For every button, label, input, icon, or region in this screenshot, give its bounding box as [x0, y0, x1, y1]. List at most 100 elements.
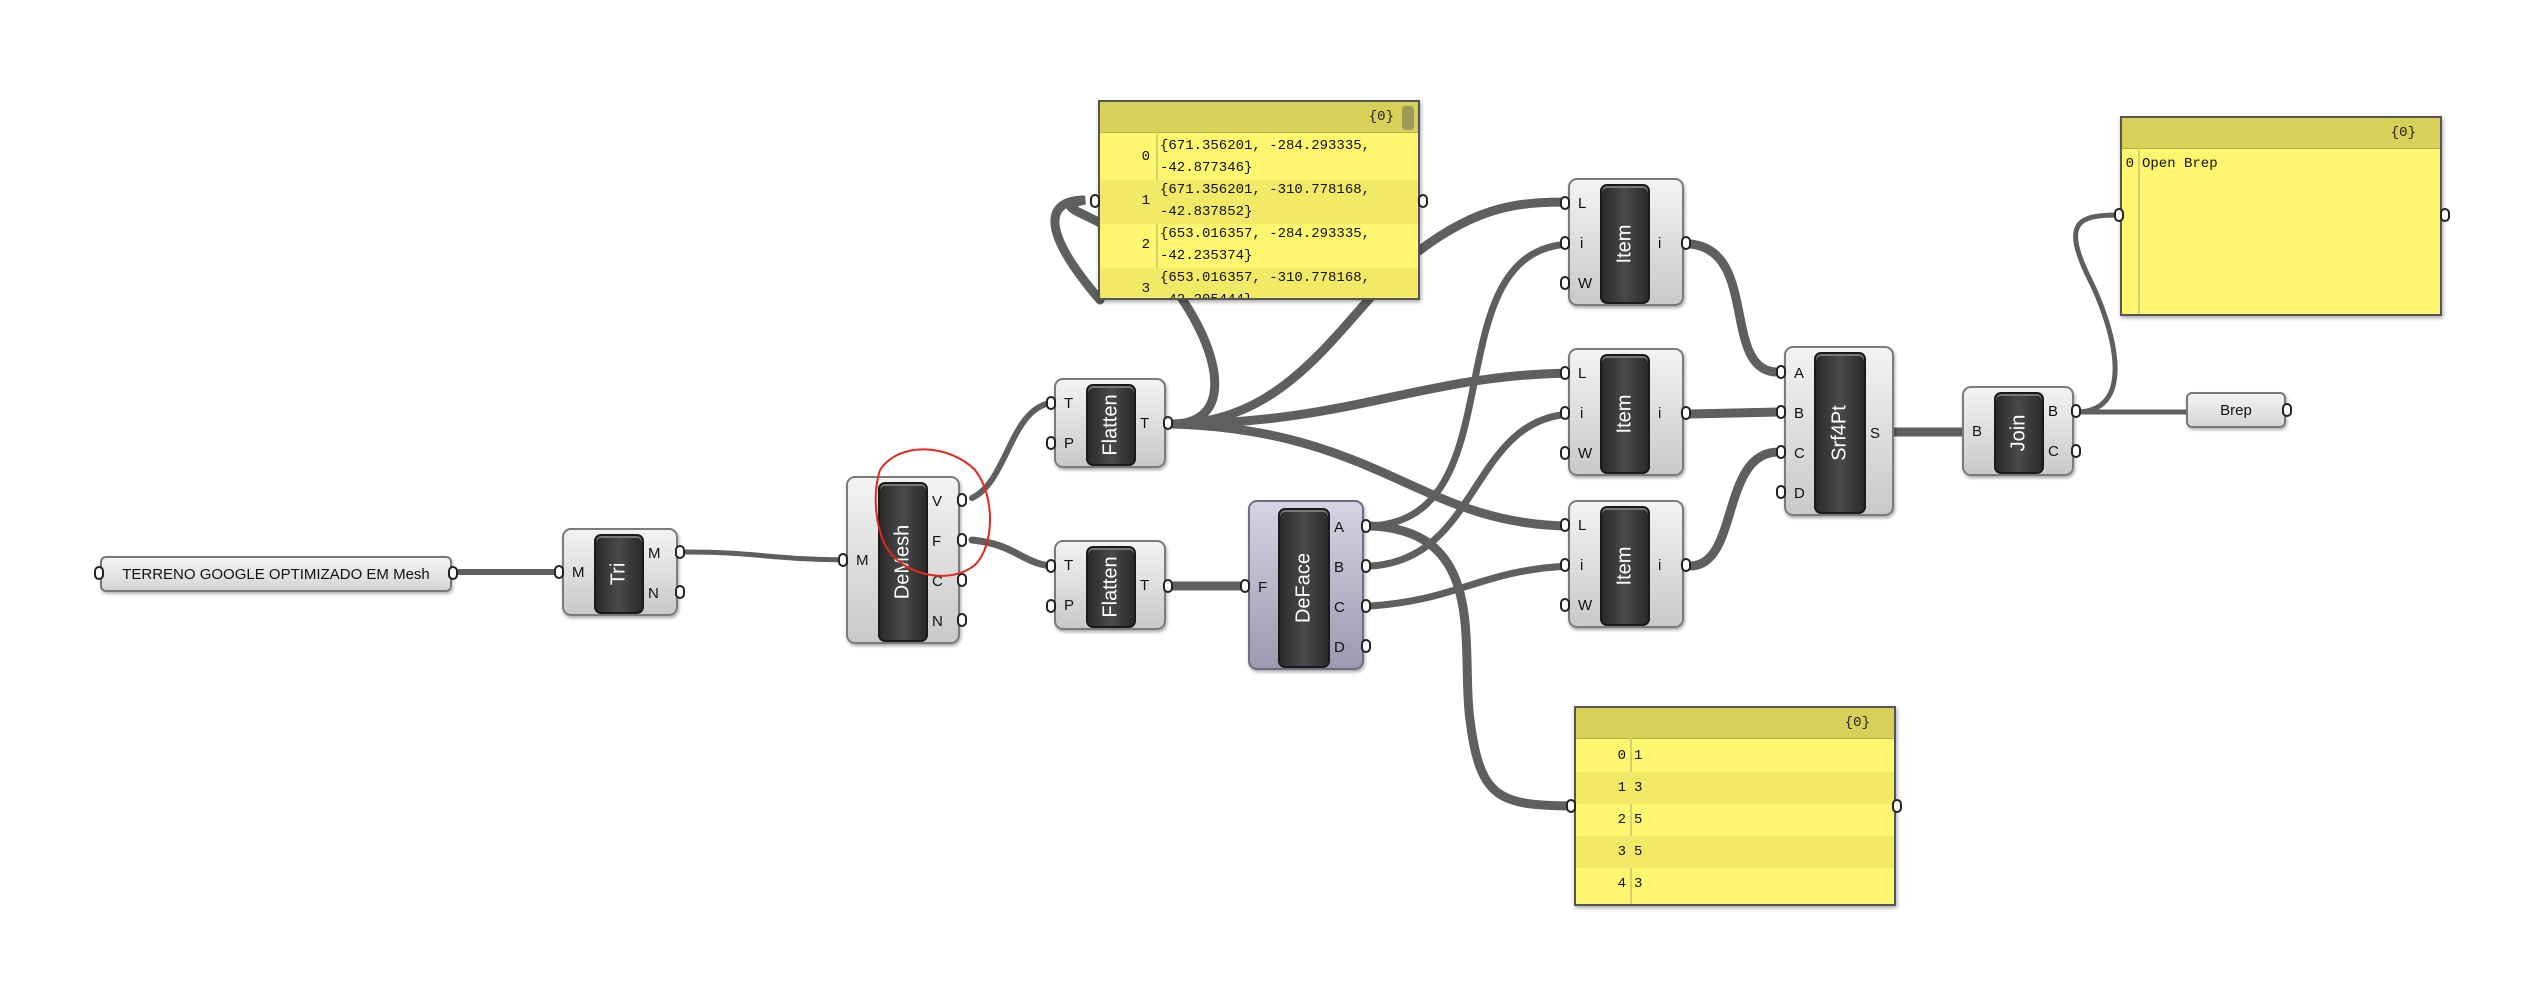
item1-input-l: L [1578, 195, 1587, 212]
item3-in-i-nub[interactable] [1560, 558, 1570, 572]
demesh-out-v-nub[interactable] [957, 493, 967, 507]
demesh-out-c-nub[interactable] [957, 573, 967, 587]
item2-output-i: i [1658, 405, 1662, 422]
tri-out-m-nub[interactable] [675, 545, 685, 559]
flatten-v-body: Flatten [1086, 384, 1136, 466]
srf4pt-in-b-nub[interactable] [1776, 405, 1786, 419]
indices-row-index: 2 [1617, 812, 1626, 828]
deface-out-c-nub[interactable] [1361, 599, 1371, 613]
brep-panel[interactable]: {0} 0 Open Brep [2120, 116, 2442, 316]
wire-flatten-to-item2 [1167, 368, 1575, 429]
item2-input-w: W [1578, 445, 1593, 462]
flatten-f-input-p: P [1064, 597, 1075, 614]
brep-param-out-nub[interactable] [2282, 403, 2292, 417]
demesh-output-c: C [932, 573, 943, 590]
deface-in-nub[interactable] [1240, 579, 1250, 593]
item2-in-l-nub[interactable] [1560, 366, 1570, 380]
indices-panel-out-nub[interactable] [1892, 799, 1902, 813]
tri-component[interactable]: M Tri M N [562, 528, 678, 616]
points-panel[interactable]: {0} 0 {671.356201, -284.293335, -42.8773… [1098, 100, 1420, 300]
srf4pt-component[interactable]: A B C D Srf4Pt S [1784, 346, 1894, 516]
indices-panel[interactable]: {0} 0 1 1 3 2 5 3 5 4 3 [1574, 706, 1896, 906]
flatten-f-input-t: T [1064, 557, 1074, 574]
points-row-line1: {671.356201, -284.293335, [1160, 138, 1371, 154]
points-panel-path: {0} [1368, 109, 1394, 125]
item3-in-w-nub[interactable] [1560, 598, 1570, 612]
flatten-v-in-p-nub[interactable] [1046, 436, 1056, 450]
item1-component[interactable]: L i W Item i [1568, 178, 1684, 306]
join-output-b: B [2048, 403, 2059, 420]
tri-out-n-nub[interactable] [675, 585, 685, 599]
points-panel-in-nub[interactable] [1090, 194, 1100, 208]
item2-in-i-nub[interactable] [1560, 406, 1570, 420]
wire-deface-c-to-item3 [1366, 562, 1574, 610]
deface-out-a-nub[interactable] [1361, 519, 1371, 533]
brep-panel-in-nub[interactable] [2114, 208, 2124, 222]
deface-output-b: B [1334, 559, 1345, 576]
demesh-out-n-nub[interactable] [957, 613, 967, 627]
flatten-v-out-nub[interactable] [1163, 416, 1173, 430]
srf4pt-in-a-nub[interactable] [1776, 365, 1786, 379]
item2-component[interactable]: L i W Item i [1568, 348, 1684, 476]
brep-panel-gutter [2138, 148, 2140, 314]
points-panel-scrollbar[interactable] [1402, 106, 1414, 130]
flatten-f-in-p-nub[interactable] [1046, 599, 1056, 613]
item1-input-i: i [1580, 235, 1584, 252]
demesh-out-f-nub[interactable] [957, 533, 967, 547]
srf4pt-output-s: S [1870, 425, 1881, 442]
flatten-v-input-p: P [1064, 435, 1075, 452]
item2-input-i: i [1580, 405, 1584, 422]
demesh-component[interactable]: M DeMesh V F C N [846, 476, 960, 644]
points-row: 2 {653.016357, -284.293335, -42.235374} [1100, 224, 1418, 268]
deface-component[interactable]: F DeFace A B C D [1248, 500, 1364, 670]
mesh-param-output-nub[interactable] [448, 566, 458, 580]
flatten-f-out-nub[interactable] [1163, 579, 1173, 593]
item3-body: Item [1600, 506, 1650, 626]
item1-in-l-nub[interactable] [1560, 196, 1570, 210]
demesh-in-nub[interactable] [838, 553, 848, 567]
srf4pt-input-b: B [1794, 405, 1805, 422]
wire-flatten-to-item3 [1167, 419, 1575, 531]
points-row-line1: {653.016357, -284.293335, [1160, 226, 1371, 242]
item3-in-l-nub[interactable] [1560, 518, 1570, 532]
mesh-param-input-nub[interactable] [94, 566, 104, 580]
flatten-f-in-t-nub[interactable] [1046, 559, 1056, 573]
brep-param[interactable]: Brep [2186, 392, 2286, 428]
deface-output-a: A [1334, 519, 1345, 536]
brep-row: 0 Open Brep [2122, 154, 2440, 176]
item2-in-w-nub[interactable] [1560, 446, 1570, 460]
item3-out-nub[interactable] [1681, 558, 1691, 572]
tri-input-m: M [572, 564, 585, 581]
brep-row-index: 0 [2125, 156, 2134, 172]
points-panel-out-nub[interactable] [1418, 194, 1428, 208]
flatten-v-in-t-nub[interactable] [1046, 396, 1056, 410]
flatten-v-input-t: T [1064, 395, 1074, 412]
item1-input-w: W [1578, 275, 1593, 292]
srf4pt-body: Srf4Pt [1814, 352, 1866, 514]
indices-row-index: 1 [1617, 780, 1626, 796]
demesh-output-f: F [932, 533, 942, 550]
points-row-index: 0 [1141, 149, 1150, 165]
item1-in-i-nub[interactable] [1560, 236, 1570, 250]
join-out-c-nub[interactable] [2071, 444, 2081, 458]
mesh-param[interactable]: TERRENO GOOGLE OPTIMIZADO EM Mesh [100, 556, 452, 592]
srf4pt-in-d-nub[interactable] [1776, 485, 1786, 499]
item1-in-w-nub[interactable] [1560, 276, 1570, 290]
join-component[interactable]: B Join B C [1962, 386, 2074, 476]
flatten-f-component[interactable]: T P Flatten T [1054, 540, 1166, 630]
srf4pt-in-c-nub[interactable] [1776, 445, 1786, 459]
deface-out-b-nub[interactable] [1361, 559, 1371, 573]
tri-in-nub[interactable] [554, 565, 564, 579]
item3-input-w: W [1578, 597, 1593, 614]
brep-panel-out-nub[interactable] [2440, 208, 2450, 222]
join-out-b-nub[interactable] [2071, 404, 2081, 418]
indices-panel-in-nub[interactable] [1566, 799, 1576, 813]
indices-row-index: 4 [1617, 876, 1626, 892]
flatten-v-component[interactable]: T P Flatten T [1054, 378, 1166, 468]
indices-row-value: 3 [1634, 876, 1643, 892]
item2-out-nub[interactable] [1681, 406, 1691, 420]
deface-out-d-nub[interactable] [1361, 639, 1371, 653]
points-row-line1: {653.016357, -310.778168, [1160, 270, 1371, 286]
join-input-b: B [1972, 423, 1983, 440]
item1-out-nub[interactable] [1681, 236, 1691, 250]
